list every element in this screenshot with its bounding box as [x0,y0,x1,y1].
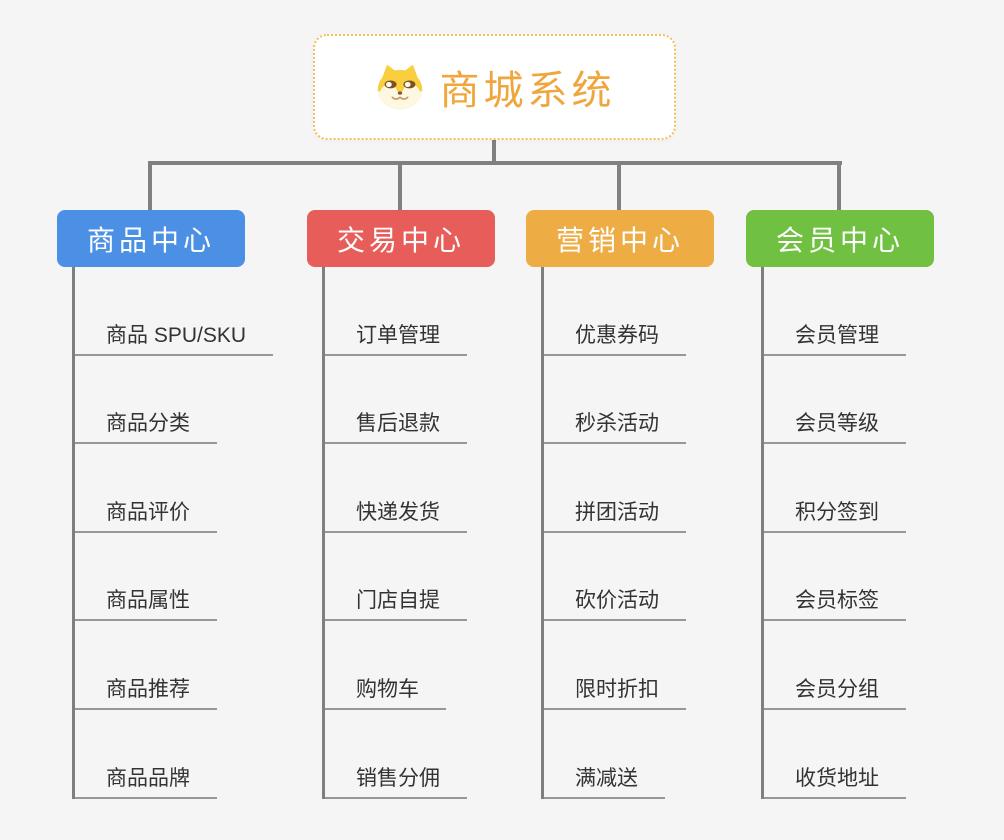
branch-header-3[interactable]: 营销中心 [526,210,714,267]
leaf-topic[interactable]: 优惠券码 [544,267,714,356]
leaf-topic-label: 收货地址 [764,762,906,799]
branch-header-label: 商品中心 [86,224,215,256]
leaf-topic[interactable]: 售后退款 [325,356,495,445]
leaf-topic[interactable]: 门店自提 [325,533,495,622]
leaf-topic[interactable]: 订单管理 [325,267,495,356]
leaf-topic-label: 门店自提 [325,584,467,622]
branch-column: 商品中心 商品 SPU/SKU 商品分类商品评价商品属性商品推荐商品品牌 [57,210,274,799]
branch-column: 营销中心 优惠券码秒杀活动拼团活动砍价活动限时折扣满减送 [526,210,714,799]
leaf-topic-label: 商品 SPU/SKU [75,319,274,356]
leaf-topic[interactable]: 销售分佣 [325,710,495,799]
leaf-topic[interactable]: 限时折扣 [544,621,714,710]
branch-header-label: 营销中心 [555,224,684,256]
leaf-topic[interactable]: 积分签到 [764,444,934,533]
leaf-topic-label: 商品推荐 [75,673,217,710]
root-topic[interactable]: 商城系统 [313,34,676,140]
leaf-topic[interactable]: 商品评价 [75,444,273,533]
leaf-topic[interactable]: 会员标签 [764,533,934,622]
branch-header-2[interactable]: 交易中心 [307,210,495,267]
shiba-dog-icon [377,64,422,110]
branch-header-label: 会员中心 [775,224,904,256]
connector-line [148,163,152,210]
branch-header-4[interactable]: 会员中心 [746,210,934,267]
connector-line [148,161,842,165]
branch-leaf-list: 商品 SPU/SKU 商品分类商品评价商品属性商品推荐商品品牌 [72,267,274,799]
connector-line [837,163,841,210]
leaf-topic-label: 秒杀活动 [544,407,686,445]
leaf-topic[interactable]: 购物车 [325,621,495,710]
leaf-topic-label: 拼团活动 [544,496,686,533]
leaf-topic[interactable]: 收货地址 [764,710,934,799]
leaf-topic[interactable]: 砍价活动 [544,533,714,622]
branch-leaf-list: 会员管理会员等级积分签到会员标签会员分组收货地址 [761,267,934,799]
leaf-topic-label: 砍价活动 [544,584,686,622]
branch-header-1[interactable]: 商品中心 [57,210,245,267]
leaf-topic-label: 商品分类 [75,407,217,445]
branch-column: 交易中心 订单管理售后退款快递发货门店自提购物车销售分佣 [307,210,495,799]
leaf-topic-label: 会员等级 [764,407,906,445]
leaf-topic[interactable]: 商品分类 [75,356,273,445]
leaf-topic-label: 积分签到 [764,496,906,533]
leaf-topic[interactable]: 商品品牌 [75,710,273,799]
branch-header-label: 交易中心 [336,224,465,256]
leaf-topic[interactable]: 会员等级 [764,356,934,445]
leaf-topic[interactable]: 拼团活动 [544,444,714,533]
leaf-topic-label: 商品评价 [75,496,217,533]
leaf-topic-label: 限时折扣 [544,673,686,710]
leaf-topic[interactable]: 商品 SPU/SKU [75,267,274,356]
leaf-topic-label: 商品属性 [75,584,217,622]
leaf-topic[interactable]: 快递发货 [325,444,495,533]
leaf-topic-label: 商品品牌 [75,762,217,799]
connector-line [492,139,496,163]
leaf-topic-label: 销售分佣 [325,762,467,799]
leaf-topic[interactable]: 商品推荐 [75,621,273,710]
leaf-topic-label: 会员管理 [764,319,906,356]
leaf-topic-label: 满减送 [544,762,665,799]
leaf-topic[interactable]: 会员管理 [764,267,934,356]
branch-leaf-list: 优惠券码秒杀活动拼团活动砍价活动限时折扣满减送 [541,267,714,799]
leaf-topic[interactable]: 满减送 [544,710,714,799]
leaf-topic-label: 订单管理 [325,319,467,356]
connector-line [398,163,402,210]
leaf-topic-label: 售后退款 [325,407,467,445]
branch-column: 会员中心 会员管理会员等级积分签到会员标签会员分组收货地址 [746,210,934,799]
leaf-topic[interactable]: 会员分组 [764,621,934,710]
connector-line [617,163,621,210]
leaf-topic-label: 会员标签 [764,584,906,622]
leaf-topic-label: 优惠券码 [544,319,686,356]
branch-leaf-list: 订单管理售后退款快递发货门店自提购物车销售分佣 [322,267,495,799]
root-topic-title: 商城系统 [439,69,616,113]
leaf-topic[interactable]: 商品属性 [75,533,273,622]
leaf-topic[interactable]: 秒杀活动 [544,356,714,445]
leaf-topic-label: 会员分组 [764,673,906,710]
leaf-topic-label: 购物车 [325,673,446,710]
leaf-topic-label: 快递发货 [325,496,467,533]
